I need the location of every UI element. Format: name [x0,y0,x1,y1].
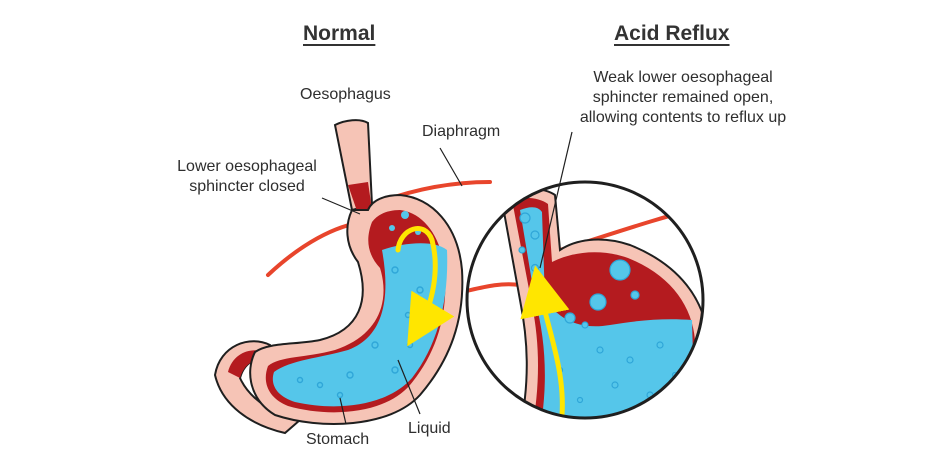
label-les-closed-line2: sphincter closed [189,178,305,195]
label-liquid: Liquid [408,420,451,437]
normal-bubbles [296,211,436,399]
reflux-note-line1: Weak lower oesophageal [593,69,773,86]
label-les-closed-line1: Lower oesophageal [177,158,317,175]
label-les-closed: Lower oesophageal sphincter closed [163,157,331,197]
label-oesophagus: Oesophagus [300,86,391,103]
label-diaphragm: Diaphragm [422,123,501,140]
leader-reflux-note [539,131,573,269]
leader-les [321,197,361,215]
title-normal: Normal [303,22,376,45]
normal-flow-arrow [395,226,455,347]
reflux-note-line2: sphincter remained open, [592,89,774,106]
title-acid-reflux: Acid Reflux [614,22,730,45]
magnifier-border [465,180,705,420]
label-stomach: Stomach [306,431,370,448]
oesophagus-inner [348,182,372,214]
leader-liquid [397,359,421,415]
normal-stomach [213,119,492,435]
reflux-note-line3: allowing contents to reflux up [579,109,787,126]
reflux-magnifier [465,131,705,420]
label-reflux-note: Weak lower oesophageal sphincter remaine… [552,68,814,128]
leader-diaphragm [439,147,463,187]
leader-stomach [339,397,347,425]
reflux-flow-arrow [520,265,570,418]
stomach-liquid [272,243,448,407]
